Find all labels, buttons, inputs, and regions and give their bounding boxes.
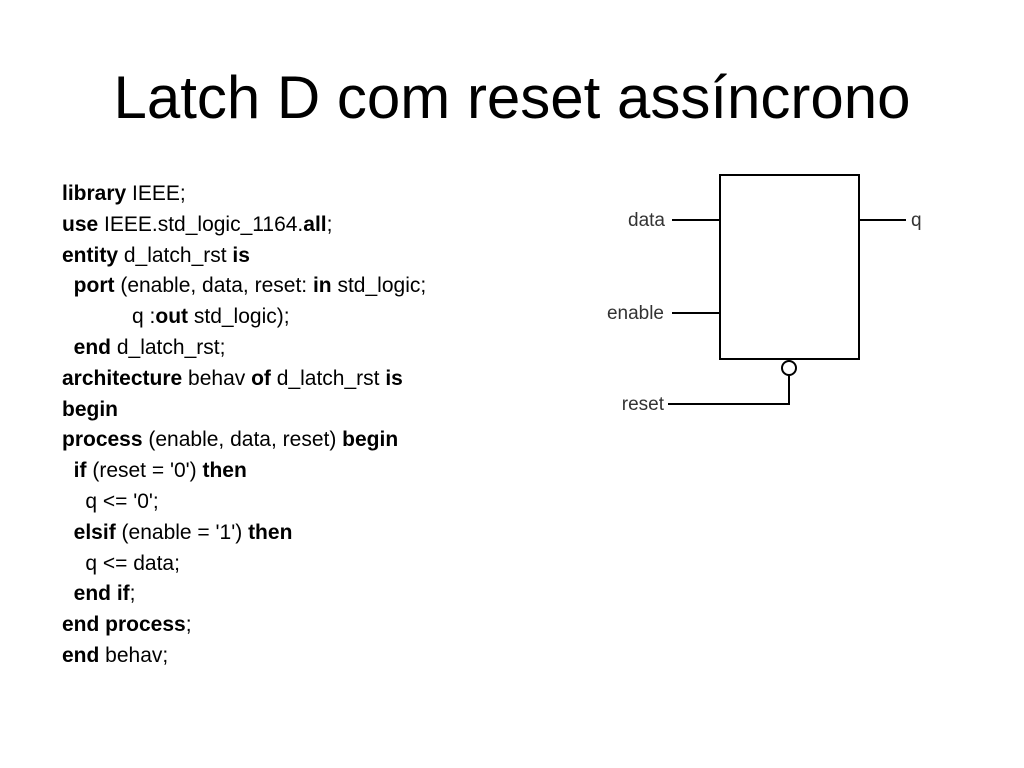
code-text: std_logic); bbox=[188, 305, 290, 329]
code-line: architecture behav of d_latch_rst is bbox=[62, 364, 426, 395]
code-line: library IEEE; bbox=[62, 179, 426, 210]
code-text: d_latch_rst bbox=[270, 366, 386, 390]
code-text: behav; bbox=[99, 643, 169, 667]
code-text bbox=[62, 336, 74, 359]
code-keyword: in bbox=[312, 274, 332, 298]
code-line: q :out std_logic); bbox=[62, 302, 426, 333]
code-text bbox=[62, 274, 74, 297]
code-text: (enable, data, reset) bbox=[142, 428, 343, 452]
code-line: end d_latch_rst; bbox=[62, 333, 426, 364]
code-text: ; bbox=[129, 582, 136, 606]
reset-inversion-bubble bbox=[781, 360, 797, 376]
code-keyword: if bbox=[73, 459, 87, 483]
code-line: if (reset = '0') then bbox=[62, 456, 426, 487]
code-keyword: port bbox=[73, 274, 115, 298]
code-text bbox=[62, 459, 74, 482]
latch-diagram: data enable reset q bbox=[607, 174, 922, 415]
code-line: port (enable, data, reset: in std_logic; bbox=[62, 271, 427, 302]
code-text: ; bbox=[185, 613, 192, 637]
code-keyword: end process bbox=[62, 613, 186, 637]
latch-box bbox=[719, 174, 860, 360]
code-text: q <= '0'; bbox=[62, 489, 159, 513]
code-keyword: is bbox=[385, 366, 403, 390]
code-text: std_logic; bbox=[331, 274, 427, 298]
code-line: elsif (enable = '1') then bbox=[62, 518, 426, 549]
code-text: IEEE.std_logic_1164. bbox=[98, 212, 304, 236]
code-line: process (enable, data, reset) begin bbox=[62, 425, 426, 456]
code-keyword: elsif bbox=[73, 520, 116, 544]
code-keyword: then bbox=[202, 459, 247, 483]
data-label: data bbox=[628, 210, 665, 231]
code-text: (enable = '1') bbox=[115, 520, 249, 544]
code-keyword: architecture bbox=[62, 366, 183, 390]
code-text: (enable, data, reset: bbox=[114, 274, 313, 298]
code-text: behav bbox=[182, 366, 252, 390]
code-keyword: end bbox=[62, 643, 100, 667]
code-keyword: of bbox=[251, 366, 271, 390]
code-keyword: all bbox=[303, 212, 327, 236]
code-text: ; bbox=[326, 212, 333, 236]
reset-input-line bbox=[668, 375, 790, 405]
code-text: q <= data; bbox=[62, 551, 180, 575]
code-text: q : bbox=[62, 305, 156, 329]
code-line: q <= data; bbox=[62, 549, 426, 580]
code-text: d_latch_rst; bbox=[111, 335, 226, 359]
code-keyword: then bbox=[248, 520, 293, 544]
code-line: end if; bbox=[62, 579, 426, 610]
vhdl-code-block: library IEEE;use IEEE.std_logic_1164.all… bbox=[62, 179, 426, 672]
code-keyword: end bbox=[73, 335, 112, 359]
code-line: begin bbox=[62, 395, 426, 426]
code-keyword: begin bbox=[62, 397, 118, 421]
code-keyword: use bbox=[62, 212, 99, 236]
code-keyword: process bbox=[62, 428, 143, 452]
code-line: use IEEE.std_logic_1164.all; bbox=[62, 210, 426, 241]
code-text: (reset = '0') bbox=[86, 459, 203, 483]
code-keyword: library bbox=[62, 182, 127, 205]
code-keyword: out bbox=[155, 305, 189, 329]
code-line: q <= '0'; bbox=[62, 487, 426, 518]
code-text bbox=[62, 521, 74, 544]
reset-label: reset bbox=[622, 394, 665, 415]
code-keyword: is bbox=[232, 243, 250, 267]
code-text: IEEE; bbox=[126, 182, 186, 205]
code-line: end process; bbox=[62, 610, 426, 641]
enable-label: enable bbox=[607, 303, 664, 324]
q-label: q bbox=[911, 210, 922, 231]
code-keyword: begin bbox=[342, 428, 399, 452]
code-text bbox=[62, 582, 74, 605]
code-line: end behav; bbox=[62, 641, 426, 672]
slide-title: Latch D com reset assíncrono bbox=[113, 64, 911, 131]
code-line: entity d_latch_rst is bbox=[62, 241, 426, 272]
code-keyword: entity bbox=[62, 243, 119, 267]
code-text: d_latch_rst bbox=[118, 243, 233, 267]
code-keyword: end if bbox=[73, 582, 130, 606]
